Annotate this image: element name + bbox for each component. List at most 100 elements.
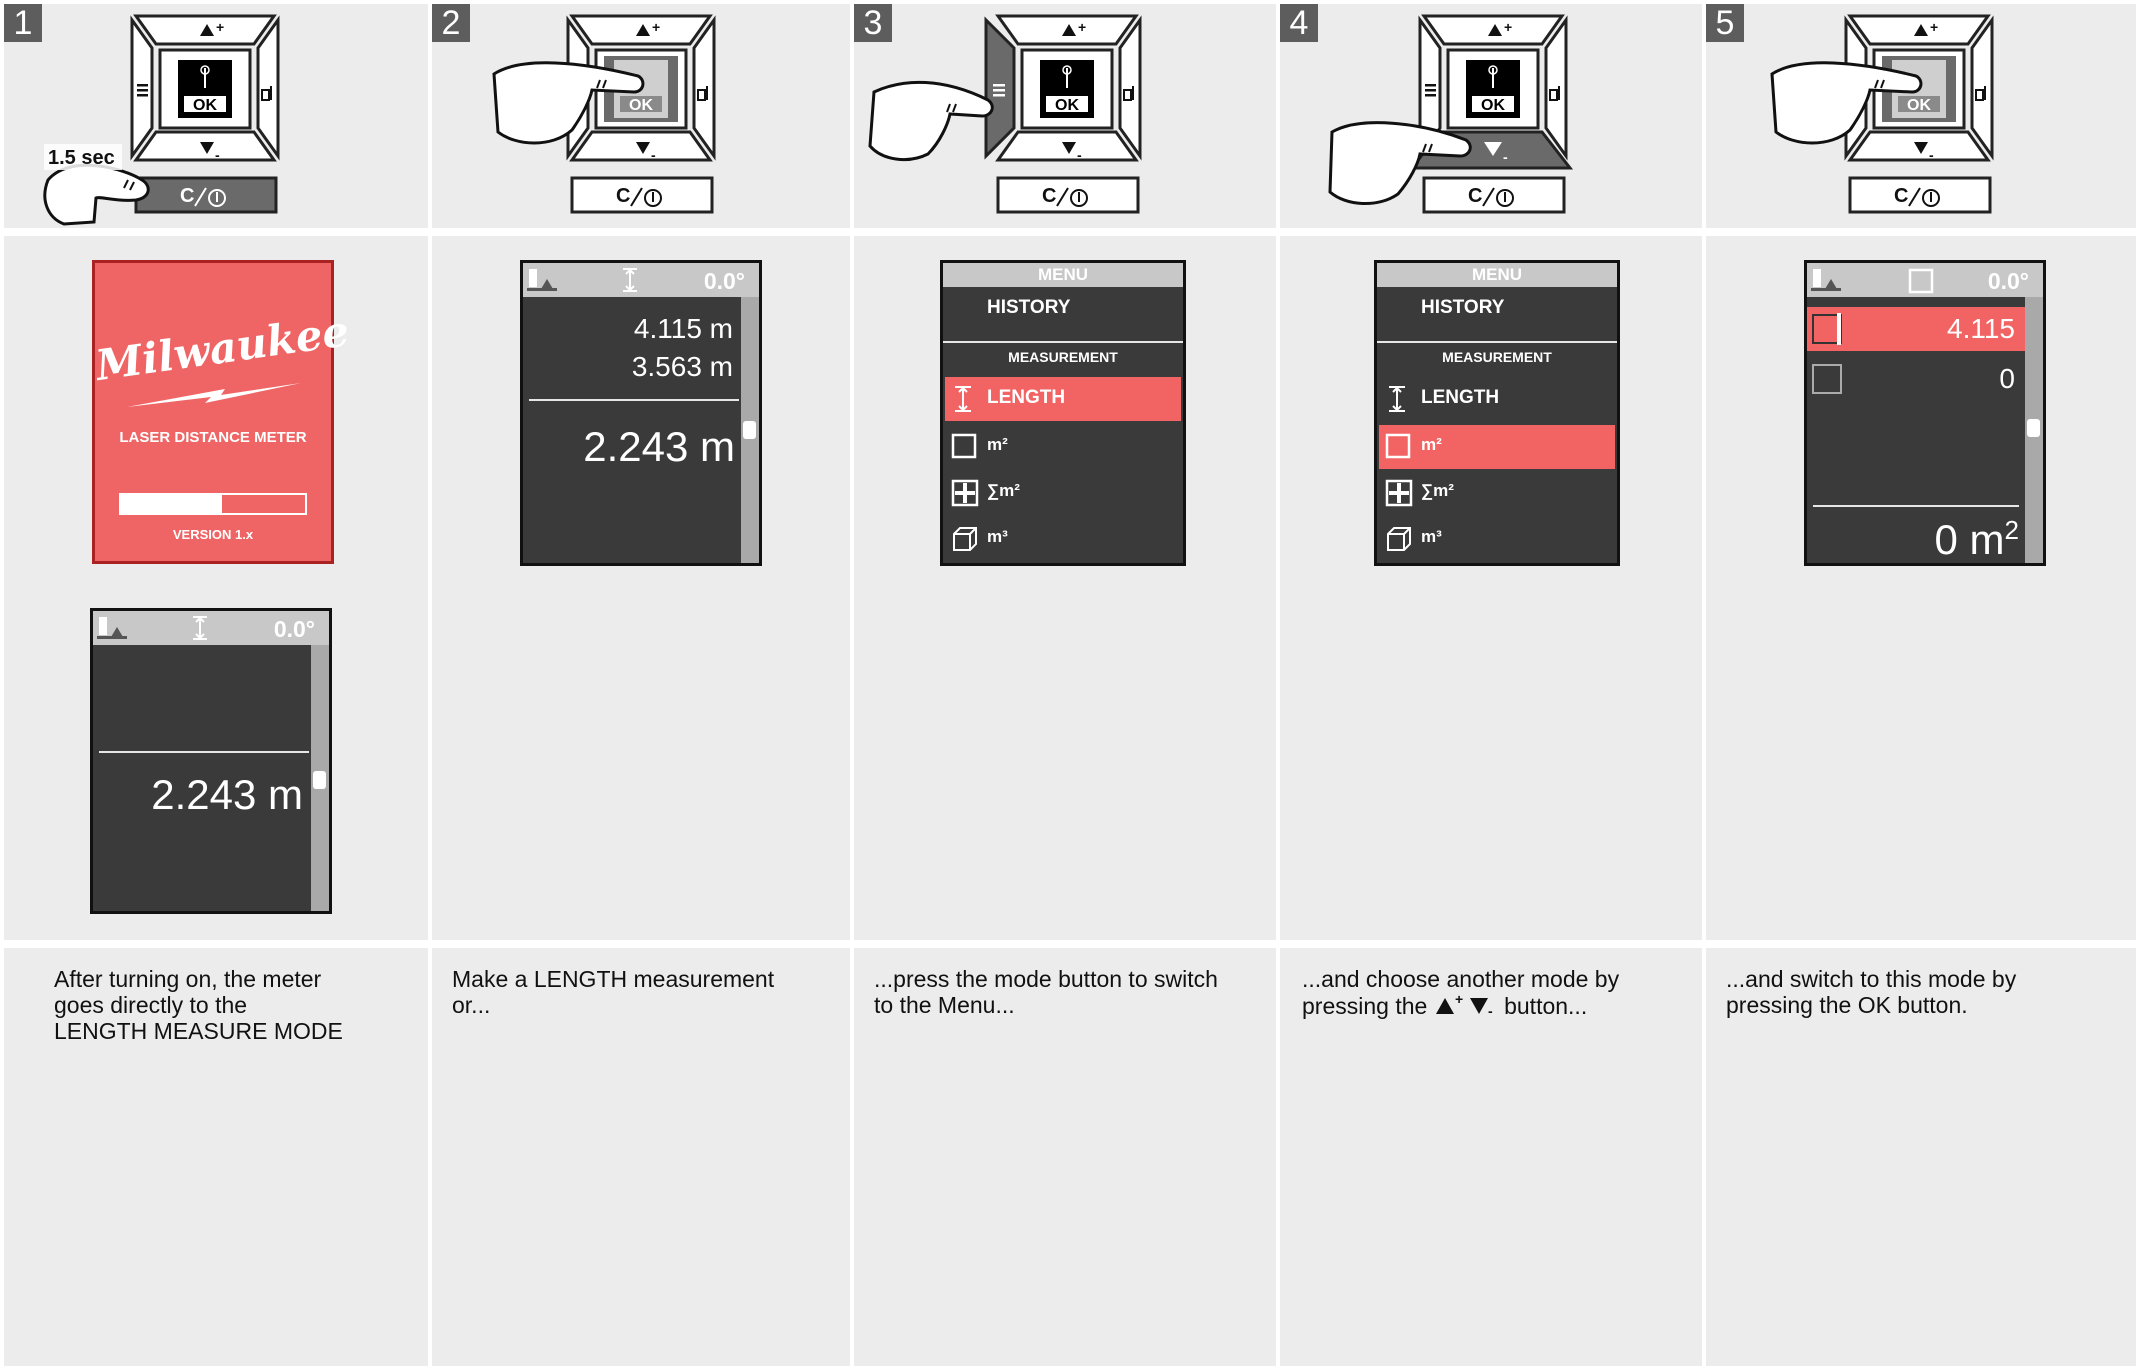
product-name: LASER DISTANCE METER (119, 429, 307, 446)
menu-key[interactable] (984, 16, 1016, 160)
reference-key[interactable] (692, 15, 716, 161)
menu-key[interactable] (1418, 15, 1442, 161)
menu-item-sum-area[interactable]: ∑m² (1421, 481, 1454, 500)
divider (1377, 341, 1617, 343)
menu-item-area-selected[interactable] (1379, 425, 1615, 469)
power-icon (208, 189, 226, 207)
length-screen: 0.0° 4.115 m 3.563 m 2.243 m (520, 260, 762, 566)
clear-power-button[interactable] (134, 176, 278, 214)
laser-icon (1062, 65, 1072, 88)
step-caption: Make a LENGTH measurement or... (452, 966, 775, 1018)
status-bar: 0.0° (523, 263, 759, 297)
hand-icon (868, 80, 994, 161)
area-result: 0 m2 (1935, 515, 2019, 563)
press-duration-label: 1.5 sec (48, 147, 115, 169)
menu-screen: MENU HISTORY MEASUREMENT LENGTH m² ∑m² m… (1374, 260, 1620, 566)
menu-item-length[interactable]: LENGTH (987, 387, 1066, 408)
down-key-sign: - (1503, 149, 1508, 165)
result-value: 2.243 m (583, 423, 735, 470)
side-b-value: 0 (1999, 363, 2015, 394)
up-key-sign: + (1078, 19, 1086, 35)
menu-item-volume[interactable]: m³ (987, 527, 1008, 546)
menu-item-length[interactable]: LENGTH (1421, 387, 1500, 408)
clear-icon: C (1468, 185, 1482, 207)
menu-title: MENU (943, 263, 1183, 287)
step-3-caption-cell: ...press the mode button to switch to th… (854, 948, 1276, 1366)
menu-icon (993, 84, 1005, 97)
laser-icon (1488, 65, 1498, 88)
measurement-1: 4.115 m (633, 313, 733, 344)
reference-icon (1549, 86, 1560, 101)
menu-icon (137, 84, 148, 97)
tilt-icon (97, 617, 127, 639)
clear-power-button[interactable] (1422, 176, 1566, 214)
step-2-caption-cell: Make a LENGTH measurement or... (432, 948, 850, 1366)
side-b-icon (1812, 364, 1842, 394)
menu-section-label: MEASUREMENT (1442, 349, 1552, 365)
divider (99, 751, 309, 753)
side-a-value: 4.115 (1947, 313, 2015, 344)
ok-label: OK (1907, 97, 1931, 114)
volume-icon (953, 527, 977, 551)
length-mode-icon (955, 386, 971, 412)
clear-power-button[interactable] (570, 176, 714, 214)
clear-power-button[interactable] (996, 176, 1140, 214)
menu-item-volume[interactable]: m³ (1421, 527, 1442, 546)
up-down-keys-icon: + - (1435, 991, 1493, 1019)
tilt-icon (1811, 269, 1841, 291)
clear-power-button[interactable] (1848, 176, 1992, 214)
menu-item-length-selected[interactable] (945, 377, 1181, 421)
step-1-screen-cell: Milwaukee LASER DISTANCE METER VERSION 1… (4, 236, 428, 940)
up-key-sign: + (652, 19, 660, 35)
reference-key[interactable] (1544, 15, 1568, 161)
menu-title: MENU (1377, 263, 1617, 287)
step-caption: ...and switch to this mode by pressing t… (1726, 966, 2017, 1018)
measurement-2: 3.563 m (631, 351, 733, 382)
menu-icon (1425, 84, 1436, 97)
divider (1813, 505, 2019, 507)
step-number: 4 (1280, 4, 1318, 42)
clear-icon: C (616, 185, 630, 207)
menu-key[interactable] (130, 15, 154, 161)
reference-icon (1123, 86, 1134, 101)
triangle-up-icon (200, 24, 214, 36)
hand-icon (492, 61, 645, 145)
power-icon (1070, 189, 1088, 207)
down-key-sign: - (215, 147, 220, 163)
boot-progress-remaining (222, 495, 305, 513)
clear-icon: C (1894, 185, 1908, 207)
reference-key[interactable] (1118, 15, 1142, 161)
area-icon (1385, 433, 1411, 459)
menu-item-area[interactable]: m² (987, 435, 1008, 454)
version-label: VERSION 1.x (172, 527, 254, 542)
triangle-up-icon (1488, 24, 1502, 36)
ok-label: OK (193, 97, 217, 114)
down-key-sign: - (1929, 147, 1934, 163)
step-5-screen-cell: 0.0° 4.115 0 0 m2 (1706, 236, 2136, 940)
triangle-up-icon (1914, 24, 1928, 36)
keypad-diagram: + - OK C (492, 14, 716, 214)
menu-history[interactable]: HISTORY (987, 297, 1071, 318)
step-number: 3 (854, 4, 892, 42)
reference-key[interactable] (1970, 15, 1994, 161)
svg-text:+: + (1455, 992, 1463, 1007)
keypad-diagram: + - OK C (1328, 14, 1574, 214)
ok-label: OK (1055, 97, 1079, 114)
result-value: 2.243 m (151, 771, 303, 818)
length-screen: 0.0° 2.243 m (90, 608, 332, 914)
reference-key[interactable] (256, 15, 280, 161)
step-3-screen-cell: MENU HISTORY MEASUREMENT LENGTH m² ∑m² m… (854, 236, 1276, 940)
triangle-down-icon (1484, 142, 1502, 156)
scrollbar (2025, 297, 2043, 563)
step-2-keypad-cell: 2 + - OK C (432, 4, 850, 228)
keypad-diagram: + - OK C 1.5 sec (43, 14, 280, 226)
menu-history[interactable]: HISTORY (1421, 297, 1505, 318)
step-caption: After turning on, the meter goes directl… (54, 966, 343, 1044)
angle-readout: 0.0° (273, 616, 315, 642)
sum-area-icon (1385, 479, 1413, 507)
menu-item-sum-area[interactable]: ∑m² (987, 481, 1020, 500)
area-icon (951, 433, 977, 459)
step-5-keypad-cell: 5 + - OK C (1706, 4, 2136, 228)
menu-item-area[interactable]: m² (1421, 435, 1442, 454)
area-mode-icon (1908, 268, 1934, 294)
